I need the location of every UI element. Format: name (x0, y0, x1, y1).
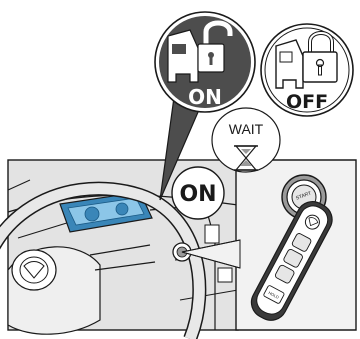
on-badge-small: ON (171, 166, 225, 220)
off-badge: OFF (260, 23, 354, 117)
wait-badge: WAIT (211, 107, 281, 173)
hourglass-icon (234, 145, 258, 171)
smart-key-fob-icon: HOLD (250, 201, 333, 321)
padlock-locked-car-icon (275, 31, 338, 89)
key-hold-label: HOLD (268, 290, 280, 300)
steering-wheel-icon (0, 181, 207, 339)
padlock-unlocked-car-icon (167, 20, 233, 83)
on-badge-large-label: ON (188, 85, 222, 109)
start-button-label: START (295, 191, 312, 202)
on-badge-large: ON (154, 11, 256, 201)
wait-label: WAIT (229, 121, 264, 137)
on-badge-small-label: ON (179, 182, 216, 207)
instrument-cluster (59, 191, 153, 233)
off-badge-label: OFF (286, 91, 328, 113)
